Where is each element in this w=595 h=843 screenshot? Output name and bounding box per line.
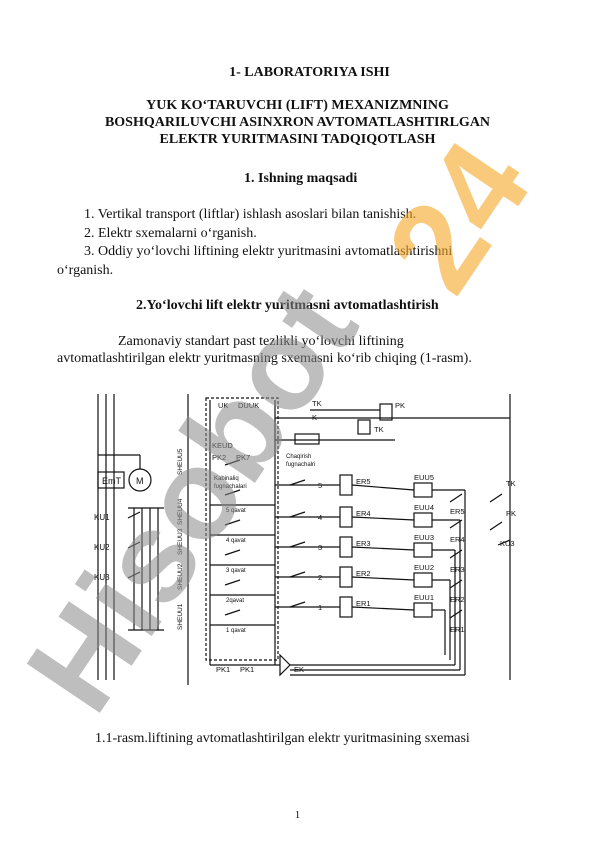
lab-title: 1- LABORATORIYA ISHI [229, 65, 390, 80]
label-sheuu4: SHEUU4 [177, 498, 184, 525]
label-er4-contact: ER4 [450, 535, 465, 544]
label-num-3: 3 [318, 543, 322, 552]
label-duuk: DUUK [238, 401, 259, 410]
label-er1-contact: ER1 [450, 625, 465, 634]
label-num-1: 1 [318, 603, 322, 612]
label-er2: ER2 [356, 569, 371, 578]
label-uk: UK [218, 401, 228, 410]
subject-line-2: BOSHQARILUVCHI ASINXRON AVTOMATLASHTIRLG… [104, 115, 491, 130]
paragraph-line-1: Zamonaviy standart past tezlikli yo‘lovc… [118, 334, 404, 349]
label-ek: EK [294, 665, 304, 674]
section2-heading: 2.Yo‘lovchi lift elektr yuritmasni avtom… [136, 297, 439, 314]
label-floor-1: 1 qavat [226, 628, 246, 634]
label-emt: EmT [102, 476, 122, 486]
label-floor-5: 5 qavat [226, 508, 246, 514]
page-number: 1 [294, 809, 301, 821]
label-floor-2: 2qavat [226, 598, 244, 604]
subject-line-1: YUK KO‘TARUVCHI (LIFT) MEXANIZMNING [146, 98, 449, 113]
label-sheuu3: SHEUU3 [177, 528, 184, 555]
label-tk-coil: TK [374, 425, 384, 434]
label-motor: M [136, 476, 144, 486]
label-tk: TK [312, 399, 322, 408]
label-pk7: PK7 [236, 453, 250, 462]
label-pk-right: PK [506, 509, 516, 518]
label-num-4: 4 [318, 513, 322, 522]
label-sheuu1: SHEUU1 [177, 603, 184, 630]
label-euu2: EUU2 [414, 563, 434, 572]
paragraph-line-2: avtomatlashtirilgan elektr yuritmasning … [57, 351, 472, 366]
goal-item-2: 2. Elektr sxemalarni o‘rganish. [84, 226, 257, 241]
subject-line-3: ELEKTR YURITMASINI TADQIQOTLASH [159, 132, 436, 147]
label-pk2: PK2 [212, 453, 226, 462]
label-pk1-a: PK1 [216, 665, 230, 674]
goal-item-3-continued: o‘rganish. [57, 263, 114, 278]
label-chaqirish-2: fugnachalri [286, 462, 315, 468]
label-pk1-b: PK1 [240, 665, 254, 674]
label-er4: ER4 [356, 509, 371, 518]
label-er5: ER5 [356, 477, 371, 486]
label-tk-right: TK [506, 479, 516, 488]
section2-heading-number: 2. [136, 298, 147, 313]
label-floor-4: 4 qavat [226, 538, 246, 544]
label-fug: fugnachalari [214, 484, 247, 490]
label-euu5: EUU5 [414, 473, 434, 482]
figure-caption: 1.1-rasm.liftining avtomatlashtirilgan e… [95, 731, 470, 746]
label-er2-contact: ER2 [450, 595, 465, 604]
label-floor-3: 3 qavat [226, 568, 246, 574]
section2-heading-text: Yo‘lovchi lift elektr yuritmasni avtomat… [146, 298, 439, 313]
label-er3: ER3 [356, 539, 371, 548]
label-num-5: 5 [318, 481, 322, 490]
label-euu4: EUU4 [414, 503, 434, 512]
label-ku3: KU3 [94, 573, 110, 582]
label-ku2: KU2 [94, 543, 110, 552]
label-pk: PK [395, 401, 405, 410]
label-sheuu5: SHEUU5 [177, 448, 184, 475]
label-euu3: EUU3 [414, 533, 434, 542]
lift-circuit-diagram: UK DUUK TK K PK TK KEUD PK2 PK7 Kabinali… [94, 394, 516, 685]
label-k: K [312, 413, 317, 422]
goal-item-1: 1. Vertikal transport (liftlar) ishlash … [84, 207, 417, 222]
label-er3-contact: ER3 [450, 565, 465, 574]
label-er5-contact: ER5 [450, 507, 465, 516]
label-chaqirish-1: Chaqirish [286, 454, 311, 460]
label-er1: ER1 [356, 599, 371, 608]
goal-item-3: 3. Oddiy yo‘lovchi liftining elektr yuri… [84, 244, 453, 259]
section1-heading: 1. Ishning maqsadi [244, 171, 358, 186]
label-num-2: 2 [318, 573, 322, 582]
label-keud: KEUD [212, 441, 233, 450]
label-kabina: Kabinaliq [214, 476, 239, 482]
label-euu1: EUU1 [414, 593, 434, 602]
label-ku1: KU1 [94, 513, 110, 522]
label-ku3-right: KU3 [500, 539, 515, 548]
label-sheuu2: SHEUU2 [177, 563, 184, 590]
